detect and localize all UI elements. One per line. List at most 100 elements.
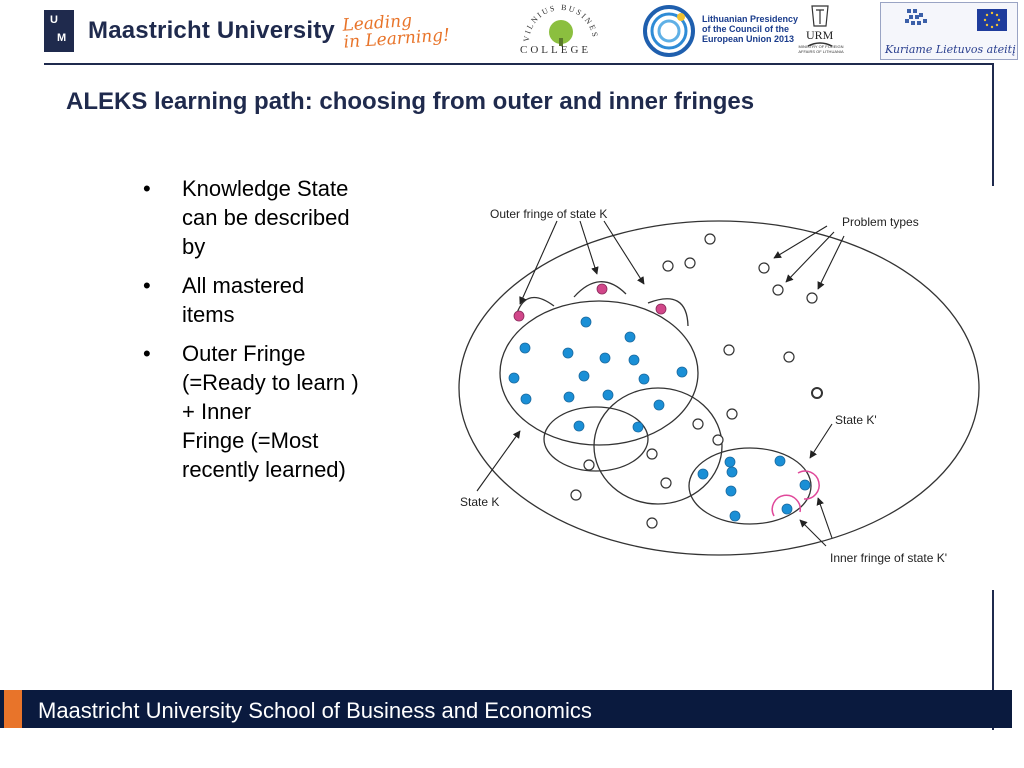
problem-type-dot <box>723 344 735 356</box>
mastered-item-dot <box>729 510 741 522</box>
problem-type-dot <box>662 260 674 272</box>
mastered-item-dot <box>599 352 611 364</box>
state-k-prime-ellipse <box>688 447 812 525</box>
problem-type-dot <box>726 408 738 420</box>
vbc-college-text: COLLEGE <box>520 44 592 56</box>
problem-type-dot <box>692 418 704 430</box>
mastered-item-dot <box>724 456 736 468</box>
outer-fringe-dot <box>596 283 608 295</box>
presidency-text: Lithuanian Presidency of the Council of … <box>702 14 798 44</box>
slide-title: ALEKS learning path: choosing from outer… <box>66 88 755 115</box>
inner-fringe-arrow <box>816 497 833 539</box>
problem-type-dot <box>570 489 582 501</box>
state-k-arrow <box>476 430 521 492</box>
problem-type-dot <box>646 448 658 460</box>
problem-type-dot <box>704 233 716 245</box>
bullet-text: All mastered items <box>182 273 305 327</box>
right-rule-top <box>992 64 994 192</box>
mastered-item-dot <box>781 503 793 515</box>
mastered-item-dot <box>562 347 574 359</box>
problem-type-dot <box>806 292 818 304</box>
mastered-item-dot <box>799 479 811 491</box>
um-slogan: Leading in Learning! <box>342 10 451 53</box>
problem-type-arrow <box>785 231 835 283</box>
eu-flag-map-icon <box>905 9 1007 31</box>
bullet-item: All mastered items <box>143 271 403 329</box>
problem-type-arrow <box>817 235 845 290</box>
outer-fringe-bump <box>573 281 627 298</box>
problem-type-dot <box>783 351 795 363</box>
outer-fringe-arrow <box>519 220 558 305</box>
urm-emblem-icon <box>807 5 833 47</box>
footer-bar: Maastricht University School of Business… <box>0 690 1012 728</box>
inner-fringe-arc <box>797 470 820 500</box>
mastered-item-dot <box>632 421 644 433</box>
presidency-line: Lithuanian Presidency <box>702 14 799 24</box>
mastered-item-dot <box>602 389 614 401</box>
mastered-item-dot <box>676 366 688 378</box>
problem-type-arrow <box>773 225 828 259</box>
mastered-item-dot <box>519 342 531 354</box>
problem-type-dot <box>646 517 658 529</box>
mastered-item-dot <box>697 468 709 480</box>
diagram-svg: Outer fringe of state K Problem types St… <box>458 207 980 565</box>
bullet-list: Knowledge State can be described by All … <box>143 174 403 494</box>
lithuanian-presidency-logo <box>643 5 695 57</box>
problem-type-dot <box>758 262 770 274</box>
state-k-ellipse <box>499 300 699 446</box>
eu-structural-funds-logo: Kuriame Lietuvos ateitį <box>880 2 1018 60</box>
vilnius-business-college-logo: VILNIUS BUSINESS <box>515 2 598 46</box>
label-problem-types: Problem types <box>842 215 919 229</box>
label-state-k: State K <box>460 495 499 509</box>
bullet-item: Knowledge State can be described by <box>143 174 403 261</box>
outer-fringe-dot <box>655 303 667 315</box>
bullet-item: Outer Fringe (=Ready to learn ) + Inner … <box>143 339 403 484</box>
right-rule-bottom <box>992 590 994 730</box>
transition-ellipse <box>593 387 723 505</box>
mastered-item-dot <box>638 373 650 385</box>
mastered-item-dot <box>653 399 665 411</box>
mastered-item-dot <box>580 316 592 328</box>
outer-fringe-bump <box>516 296 555 314</box>
um-mark-icon: U M <box>44 10 74 52</box>
outer-fringe-dot <box>513 310 525 322</box>
header-bar: U M Maastricht University Leading in Lea… <box>0 0 1024 64</box>
domain-ellipse <box>458 220 980 556</box>
bullet-text: Outer Fringe (=Ready to learn ) + Inner … <box>182 341 359 482</box>
inner-fringe-arc <box>771 494 802 517</box>
problem-type-dot <box>660 477 672 489</box>
tree-icon <box>549 20 573 44</box>
outer-fringe-bump <box>647 298 689 327</box>
mastered-item-dot <box>520 393 532 405</box>
sun-icon <box>677 13 685 21</box>
mastered-item-dot <box>726 466 738 478</box>
outer-fringe-arrow <box>603 220 645 285</box>
problem-type-dot <box>772 284 784 296</box>
presidency-line: European Union 2013 <box>702 34 795 44</box>
urm-label: URM <box>806 28 834 42</box>
header-divider <box>44 63 994 65</box>
label-inner-fringe: Inner fringe of state K' <box>830 551 947 565</box>
problem-type-dot <box>684 257 696 269</box>
inner-fringe-ellipse <box>543 406 649 472</box>
footer-accent <box>4 690 22 728</box>
mastered-item-dot <box>628 354 640 366</box>
mastered-item-dot <box>774 455 786 467</box>
maastricht-university-logo: U M Maastricht University Leading in Lea… <box>44 10 451 53</box>
bullet-text: Knowledge State can be described by <box>182 176 350 259</box>
mastered-item-dot <box>725 485 737 497</box>
mastered-item-dot <box>573 420 585 432</box>
presidency-line: of the Council of the <box>702 24 789 34</box>
um-slogan-line2: in Learning! <box>342 25 451 53</box>
label-outer-fringe: Outer fringe of state K <box>490 207 607 221</box>
state-k-prime-arrow <box>809 423 833 459</box>
outer-fringe-arrow <box>579 220 599 275</box>
knowledge-state-diagram: Outer fringe of state K Problem types St… <box>422 186 994 588</box>
mastered-item-dot <box>508 372 520 384</box>
problem-type-dot <box>583 459 595 471</box>
urm-sub: MINISTRY OF FOREIGN AFFAIRS OF LITHUANIA <box>798 44 844 54</box>
mastered-item-dot <box>578 370 590 382</box>
mastered-item-dot <box>624 331 636 343</box>
footer-text: Maastricht University School of Business… <box>38 698 592 723</box>
um-name: Maastricht University <box>88 17 335 44</box>
